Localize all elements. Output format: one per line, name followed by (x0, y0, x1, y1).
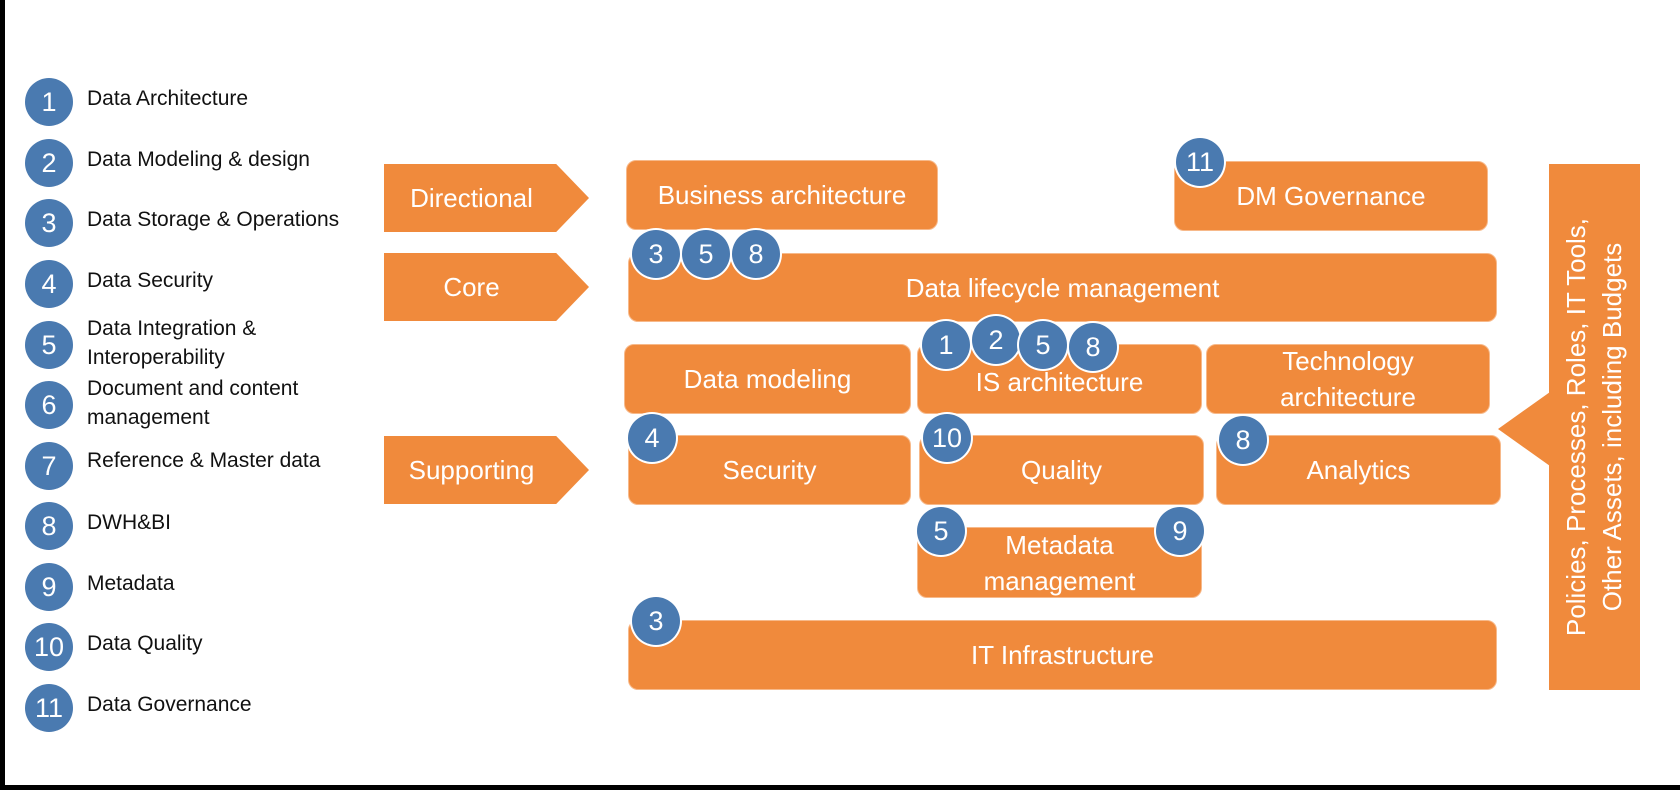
legend-badge: 11 (25, 684, 73, 732)
legend-label: Data Storage & Operations (87, 208, 340, 231)
legend-badge: 6 (25, 381, 73, 429)
legend-badge: 3 (25, 199, 73, 247)
box-business-architecture: Business architecture (626, 160, 938, 230)
legend-label: Data Architecture (87, 87, 249, 110)
legend-item-2: 2 Data Modeling & design (5, 139, 365, 187)
badge-is-architecture-8: 8 (1069, 323, 1117, 371)
legend-item-5: 5 Data Integration & Interoperability (5, 317, 365, 369)
side-panel-arrow (1498, 392, 1550, 466)
badge-analytics-8: 8 (1219, 416, 1267, 464)
badge-quality-10: 10 (923, 414, 971, 462)
legend-label: Data Quality (87, 632, 203, 655)
legend-label: Data Governance (87, 693, 252, 716)
legend-badge: 9 (25, 563, 73, 611)
box-metadata-management-line2: management (983, 565, 1136, 596)
badge-metadata-9: 9 (1156, 507, 1204, 555)
badge-lifecycle-5: 5 (682, 230, 730, 278)
legend-label: Data Modeling & design (87, 148, 310, 171)
legend-label: Metadata (87, 572, 175, 595)
legend-item-6: 6 Document and content management (5, 377, 365, 429)
legend-item-9: 9 Metadata (5, 563, 365, 611)
legend-badge: 1 (25, 78, 73, 126)
legend-badge: 4 (25, 260, 73, 308)
legend-label: Data Security (87, 269, 214, 292)
legend-label-cont: management (87, 406, 210, 429)
legend-item-4: 4 Data Security (5, 260, 365, 308)
category-directional: Directional (384, 164, 589, 232)
legend-badge: 10 (25, 623, 73, 671)
side-panel-line1: Policies, Processes, Roles, IT Tools, (1561, 217, 1591, 637)
box-metadata-management: Metadata management (917, 527, 1202, 598)
category-core: Core (384, 253, 589, 321)
badge-is-architecture-5: 5 (1019, 321, 1067, 369)
legend-badge: 5 (25, 321, 73, 369)
diagram-canvas: 1 Data Architecture 2 Data Modeling & de… (5, 0, 1680, 785)
badge-dm-governance-11: 11 (1176, 138, 1224, 186)
legend-item-10: 10 Data Quality (5, 623, 365, 671)
legend-label: Reference & Master data (87, 449, 321, 472)
badge-lifecycle-3: 3 (632, 230, 680, 278)
side-panel-line2: Other Assets, including Budgets (1597, 242, 1627, 612)
box-it-infrastructure: IT Infrastructure (628, 620, 1497, 690)
legend-item-8: 8 DWH&BI (5, 502, 365, 550)
badge-metadata-5: 5 (917, 507, 965, 555)
legend-item-7: 7 Reference & Master data (5, 442, 365, 490)
legend-badge: 8 (25, 502, 73, 550)
side-panel (1549, 164, 1640, 690)
legend-label: Data Integration & (87, 317, 257, 340)
box-dm-governance: DM Governance (1174, 161, 1488, 231)
legend-label: DWH&BI (87, 511, 171, 534)
side-panel-text: Policies, Processes, Roles, IT Tools, Ot… (1558, 167, 1630, 687)
legend-item-11: 11 Data Governance (5, 684, 365, 732)
legend-badge: 2 (25, 139, 73, 187)
legend-label-cont: Interoperability (87, 346, 225, 369)
badge-is-architecture-1: 1 (922, 321, 970, 369)
legend-badge: 7 (25, 442, 73, 490)
box-technology-architecture-line1: Technology (1282, 346, 1414, 376)
badge-lifecycle-8: 8 (732, 230, 780, 278)
badge-security-4: 4 (628, 414, 676, 462)
legend-item-3: 3 Data Storage & Operations (5, 199, 365, 247)
legend-item-1: 1 Data Architecture (5, 78, 365, 126)
box-data-modeling: Data modeling (624, 344, 911, 414)
badge-it-infrastructure-3: 3 (632, 597, 680, 645)
category-supporting: Supporting (384, 436, 589, 504)
legend-label: Document and content (87, 377, 299, 400)
badge-is-architecture-2: 2 (972, 316, 1020, 364)
box-technology-architecture: Technology architecture (1206, 344, 1490, 414)
box-security: Security (628, 435, 911, 505)
box-technology-architecture-line2: architecture (1280, 382, 1416, 412)
box-metadata-management-line1: Metadata (1005, 529, 1114, 560)
box-data-lifecycle-management: Data lifecycle management (628, 253, 1497, 322)
